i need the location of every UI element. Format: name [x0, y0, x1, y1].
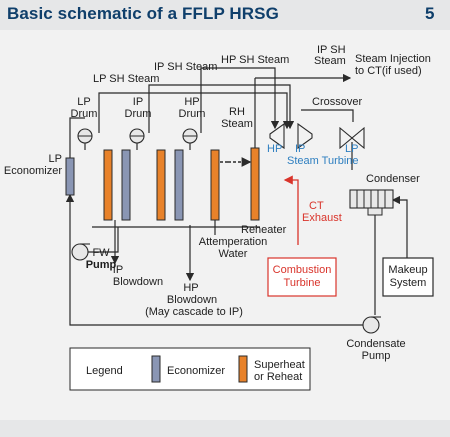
label-lp-drum-2: Drum [71, 108, 98, 120]
fw-pump-icon [71, 243, 89, 261]
label-condensate-2: Pump [362, 350, 391, 362]
coil-tubes [65, 147, 260, 221]
crossover-line [301, 109, 354, 122]
label-fw-pump-1: FW [92, 247, 110, 259]
label-makeup-2: System [390, 277, 427, 289]
label-steam-injection-1: Steam Injection [355, 53, 431, 65]
economizer-to-drum-line [69, 117, 85, 158]
lp-superheater-coil [103, 149, 113, 221]
label-ip-blowdown-2: Blowdown [113, 276, 163, 288]
footer-bar [0, 420, 450, 437]
lp-economizer-coil [65, 157, 75, 196]
combustion-turbine-box [267, 257, 337, 297]
label-lp-econ-1: LP [49, 153, 62, 165]
label-ip-sh-steam: IP SH Steam [154, 61, 217, 73]
pumps [71, 243, 381, 334]
label-ip-blowdown-1: IP [113, 264, 123, 276]
legend-superheat-label-1: Superheat [254, 359, 305, 371]
hp-economizer-coil [174, 149, 184, 221]
label-crossover: Crossover [312, 96, 362, 108]
makeup-line [391, 195, 408, 260]
lp-turbine-left-icon [339, 126, 353, 150]
label-steam-injection-2: to CT(if used) [355, 65, 422, 77]
legend-superheat-swatch [238, 355, 248, 383]
label-ct-exhaust-2: Exhaust [302, 212, 342, 224]
label-rh-steam-2: Steam [221, 118, 253, 130]
label-ip-sh-top: IP SH [317, 44, 346, 56]
label-attemperation-2: Water [219, 248, 248, 260]
legend: Legend Economizer Superheat or Reheat [69, 347, 311, 391]
reheater-coil [250, 147, 260, 221]
ip-economizer-coil [121, 149, 131, 221]
label-hp-sh-steam: HP SH Steam [221, 54, 289, 66]
legend-superheat-label-2: or Reheat [254, 371, 302, 383]
label-attemperation-1: Attemperation [199, 236, 267, 248]
hp-sh-steam-line [200, 67, 280, 133]
label-condensate-1: Condensate [346, 338, 405, 350]
label-ip-sh-bot: Steam [314, 55, 346, 67]
label-turbine-ip: IP [295, 143, 305, 155]
label-hp-blowdown-1: HP [183, 282, 198, 294]
legend-economizer-swatch [151, 355, 161, 383]
lp-turbine-right-icon [351, 126, 365, 150]
label-lp-sh-steam: LP SH Steam [93, 73, 159, 85]
label-hp-drum-2: Drum [179, 108, 206, 120]
label-hp-blowdown-3: (May cascade to IP) [145, 306, 243, 318]
page-number: 5 [425, 4, 435, 23]
label-hp-blowdown-2: Blowdown [167, 294, 217, 306]
label-condenser: Condenser [366, 173, 420, 185]
lp-sh-steam-line [98, 92, 292, 133]
label-lp-econ-2: Economizer [4, 165, 62, 177]
legend-economizer-label: Economizer [167, 365, 225, 377]
legend-box [69, 347, 311, 391]
label-rh-steam-1: RH [229, 106, 245, 118]
condenser [349, 189, 394, 216]
label-makeup-1: Makeup [388, 264, 427, 276]
page-title: Basic schematic of a FFLP HRSG [7, 4, 279, 23]
label-turbine-hp: HP [267, 143, 282, 155]
label-combustion-2: Turbine [284, 277, 321, 289]
hrsg-schematic: IP SH Steam Steam Injection to CT(if use… [4, 44, 434, 391]
label-ip-drum-1: IP [133, 96, 143, 108]
label-lp-drum-1: LP [77, 96, 90, 108]
makeup-system-box [382, 257, 434, 297]
ct-exhaust-line [283, 175, 299, 245]
condensate-pump-icon [362, 316, 380, 334]
label-steam-turbine: Steam Turbine [287, 155, 359, 167]
label-reheater: Reheater [241, 224, 287, 236]
fw-pump-suction [87, 227, 119, 253]
hp-turbine-icon [269, 122, 285, 150]
ip-turbine-icon [297, 122, 313, 150]
drums [77, 128, 198, 144]
label-combustion-1: Combustion [273, 264, 332, 276]
legend-title: Legend [86, 365, 123, 377]
hp-superheater-coil [210, 149, 220, 221]
steam-turbine [269, 122, 365, 150]
label-ct-exhaust-1: CT [309, 200, 324, 212]
label-turbine-lp: LP [345, 143, 358, 155]
header-bar: Basic schematic of a FFLP HRSG 5 [0, 0, 450, 30]
label-ip-drum-2: Drum [125, 108, 152, 120]
ip-sh-steam-line [148, 84, 295, 133]
ip-superheater-coil [156, 149, 166, 221]
label-hp-drum-1: HP [184, 96, 199, 108]
piping [65, 67, 408, 326]
label-fw-pump-2: Pump [86, 259, 117, 271]
condensate-return-line [65, 193, 363, 326]
